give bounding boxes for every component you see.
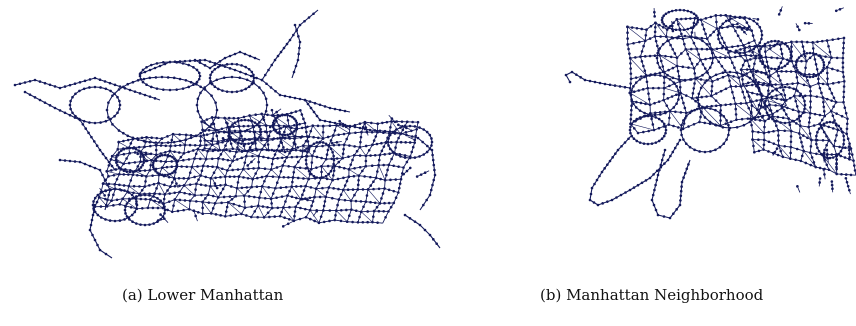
figure-lower-manhattan: (a) Lower Manhattan [0,0,450,326]
lower-manhattan-network-graph [0,0,450,280]
figure-caption-b: (b) Manhattan Neighborhood [540,286,763,304]
figure-manhattan-neighborhood: (b) Manhattan Neighborhood [540,0,856,326]
manhattan-neighborhood-network-graph [540,0,856,280]
figure-caption-a: (a) Lower Manhattan [122,286,283,304]
